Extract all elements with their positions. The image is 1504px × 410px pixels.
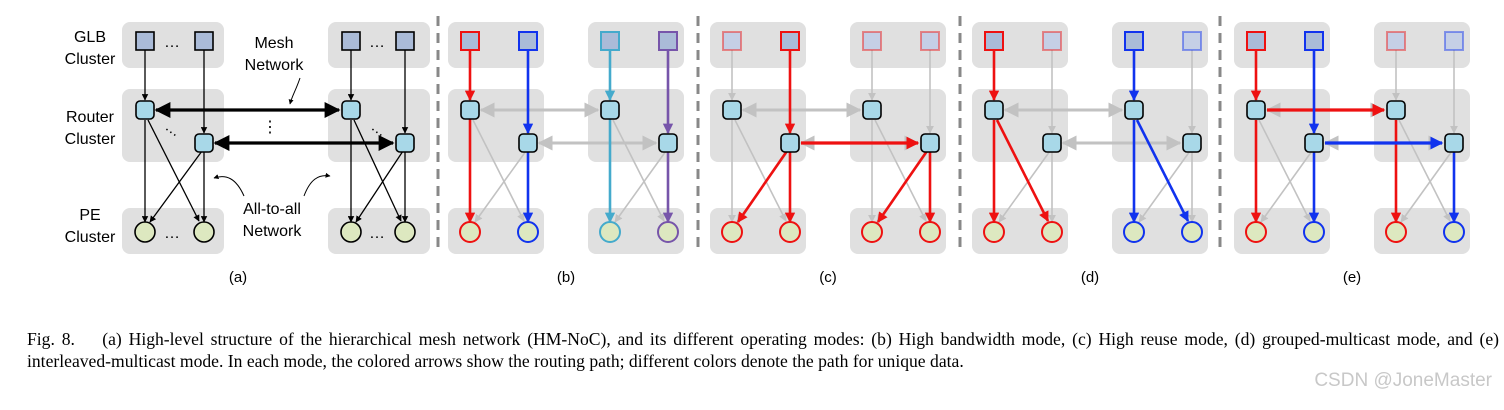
glb-node-d-0 xyxy=(984,31,1004,51)
glb-dots-a2: … xyxy=(369,34,385,51)
router-node-c-3 xyxy=(920,133,940,153)
gray-r-pe-b-1y xyxy=(614,150,667,223)
pe-node-d-3 xyxy=(1181,221,1203,243)
router-node-e-0 xyxy=(1246,100,1266,120)
glb-node-b-2 xyxy=(600,31,620,51)
figure-caption: Fig. 8. (a) High-level structure of the … xyxy=(27,328,1499,372)
route-d-red-pe2 xyxy=(995,119,1050,222)
glb-node-d-1 xyxy=(1042,31,1062,51)
glb-node-b-3 xyxy=(658,31,678,51)
router-node-e-2 xyxy=(1386,100,1406,120)
pe-node-e-2 xyxy=(1385,221,1407,243)
gray-r-pe-e-0x xyxy=(1258,119,1311,222)
router-node-d-0 xyxy=(984,100,1004,120)
gray-r-pe-e-1y xyxy=(1400,150,1453,223)
pe-label-1: PE xyxy=(79,207,100,224)
glb-dots-a1: … xyxy=(164,34,180,51)
mesh-label-1: Mesh xyxy=(254,35,293,52)
gray-r-pe-d-0y xyxy=(998,150,1051,223)
csdn-watermark: CSDN @JoneMaster xyxy=(1314,370,1492,391)
panel-a: … … ⋮ … … … … Mesh Network xyxy=(122,22,430,286)
glb-node-e-3 xyxy=(1444,31,1464,51)
panel-label-e: (e) xyxy=(1343,269,1361,286)
pe-node-d-0 xyxy=(983,221,1005,243)
router-node-b-3 xyxy=(658,133,678,153)
route-c-pe3 xyxy=(876,150,929,223)
router-node-c-2 xyxy=(862,100,882,120)
router-node-b-2 xyxy=(600,100,620,120)
glb-label-1: GLB xyxy=(74,29,106,46)
hm-noc-figure: GLB Cluster Router Cluster PE Cluster xyxy=(65,16,1470,286)
mesh-vdots: ⋮ xyxy=(262,119,278,136)
pe-node-d-1 xyxy=(1041,221,1063,243)
pe-node-b-3 xyxy=(657,221,679,243)
glb-node-d-3 xyxy=(1182,31,1202,51)
pe-node-c-1 xyxy=(779,221,801,243)
gray-r-pe-c-0x xyxy=(734,119,787,222)
route-d-blue-pe2 xyxy=(1135,119,1190,222)
router-node-d-1 xyxy=(1042,133,1062,153)
glb-label-2: Cluster xyxy=(65,51,116,68)
router-node-b-1 xyxy=(518,133,538,153)
pe-label-2: Cluster xyxy=(65,229,116,246)
alltoall-label-2: Network xyxy=(243,223,303,240)
glb-node-c-2 xyxy=(862,31,882,51)
router-node-e-3 xyxy=(1444,133,1464,153)
glb-node-c-0 xyxy=(722,31,742,51)
glb-node-e-2 xyxy=(1386,31,1406,51)
glb-node-e-1 xyxy=(1304,31,1324,51)
router-node-b-0 xyxy=(460,100,480,120)
alltoall-label-1: All-to-all xyxy=(243,201,301,218)
caption-prefix: Fig. 8. xyxy=(27,329,75,349)
operating-mode-panels xyxy=(448,22,1470,254)
router-node-c-0 xyxy=(722,100,742,120)
gray-r-pe-b-0x xyxy=(472,119,525,222)
glb-node-e-0 xyxy=(1246,31,1266,51)
router-node-c-1 xyxy=(780,133,800,153)
router-node-d-2 xyxy=(1124,100,1144,120)
router-node-e-1 xyxy=(1304,133,1324,153)
route-c-pe1 xyxy=(736,150,789,223)
router-node-d-3 xyxy=(1182,133,1202,153)
panel-label-b: (b) xyxy=(557,269,575,286)
glb-node-d-2 xyxy=(1124,31,1144,51)
row-labels: GLB Cluster Router Cluster PE Cluster xyxy=(65,29,116,246)
glb-node-c-3 xyxy=(920,31,940,51)
pe-node-b-2 xyxy=(599,221,621,243)
pe-node-d-2 xyxy=(1123,221,1145,243)
glb-node-b-0 xyxy=(460,31,480,51)
router-label-2: Cluster xyxy=(65,131,116,148)
pe-node-e-3 xyxy=(1443,221,1465,243)
pe-node-c-2 xyxy=(861,221,883,243)
pe-node-b-1 xyxy=(517,221,539,243)
caption-text: (a) High-level structure of the hierarch… xyxy=(27,329,1500,371)
pe-node-c-0 xyxy=(721,221,743,243)
pe-dots-a1: … xyxy=(164,225,180,242)
panel-separators xyxy=(436,16,1222,250)
pe-dots-a2: … xyxy=(369,225,385,242)
pe-node-c-3 xyxy=(919,221,941,243)
panel-label-c: (c) xyxy=(819,269,837,286)
mesh-label-2: Network xyxy=(245,57,305,74)
glb-node-b-1 xyxy=(518,31,538,51)
router-label-1: Router xyxy=(66,109,115,126)
panel-label-d: (d) xyxy=(1081,269,1099,286)
gray-r-pe-d-1y xyxy=(1138,150,1191,223)
pe-node-e-0 xyxy=(1245,221,1267,243)
pe-node-b-0 xyxy=(459,221,481,243)
gray-r-pe-e-0y xyxy=(1260,150,1313,223)
pe-node-e-1 xyxy=(1303,221,1325,243)
panel-label-a: (a) xyxy=(229,269,247,286)
glb-node-c-1 xyxy=(780,31,800,51)
gray-r-pe-b-0y xyxy=(474,150,527,223)
